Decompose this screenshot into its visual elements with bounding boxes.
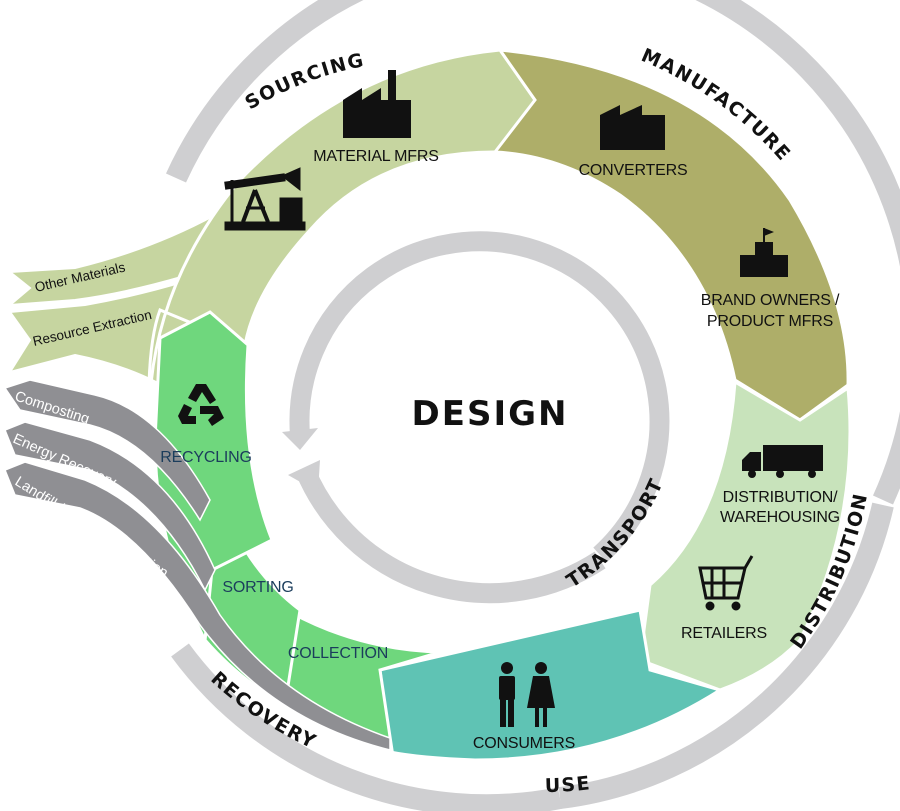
factory-icon <box>343 70 411 138</box>
sorting-label: SORTING <box>222 579 293 596</box>
manufacture-segment <box>492 48 850 422</box>
recycle-icon <box>178 384 224 426</box>
distribution-label-line1: DISTRIBUTION/ <box>723 489 838 506</box>
transport-ring-arrowhead <box>282 428 318 450</box>
material-mfrs-label: MATERIAL MFRS <box>313 148 438 165</box>
transport-ring-lower-arrowhead <box>288 460 320 492</box>
landfill-stream <box>4 461 391 751</box>
consumers-icon <box>499 662 555 727</box>
design-title: DESIGN <box>412 394 569 434</box>
outer-ring-bottom <box>171 643 563 811</box>
outer-ring-upper <box>165 0 900 505</box>
collection-label: COLLECTION <box>288 645 388 662</box>
transport-ring-label: TRANSPORT <box>563 475 668 593</box>
brand-owners-label-line1: BRAND OWNERS / <box>701 292 840 309</box>
brand-owners-label-line2: PRODUCT MFRS <box>707 313 833 330</box>
shopping-cart-icon <box>698 555 754 611</box>
converters-label: CONVERTERS <box>579 162 688 179</box>
oil-pump-icon <box>224 167 306 231</box>
outer-ring-right-lower <box>558 502 894 809</box>
consumers-label: CONSUMERS <box>473 735 575 752</box>
composting-stream <box>3 379 211 522</box>
retailers-label: RETAILERS <box>681 625 767 642</box>
transport-ring-lower <box>295 466 606 604</box>
brand-building-icon <box>740 228 788 277</box>
distribution-label-line2: WAREHOUSING <box>720 509 840 526</box>
converters-factory-icon <box>600 105 665 150</box>
truck-icon <box>742 445 823 478</box>
transport-ring-upper <box>289 231 670 563</box>
use-ring-label: USE <box>545 772 592 797</box>
energy-recovery-stream <box>4 421 216 592</box>
recycling-label: RECYCLING <box>160 449 252 466</box>
